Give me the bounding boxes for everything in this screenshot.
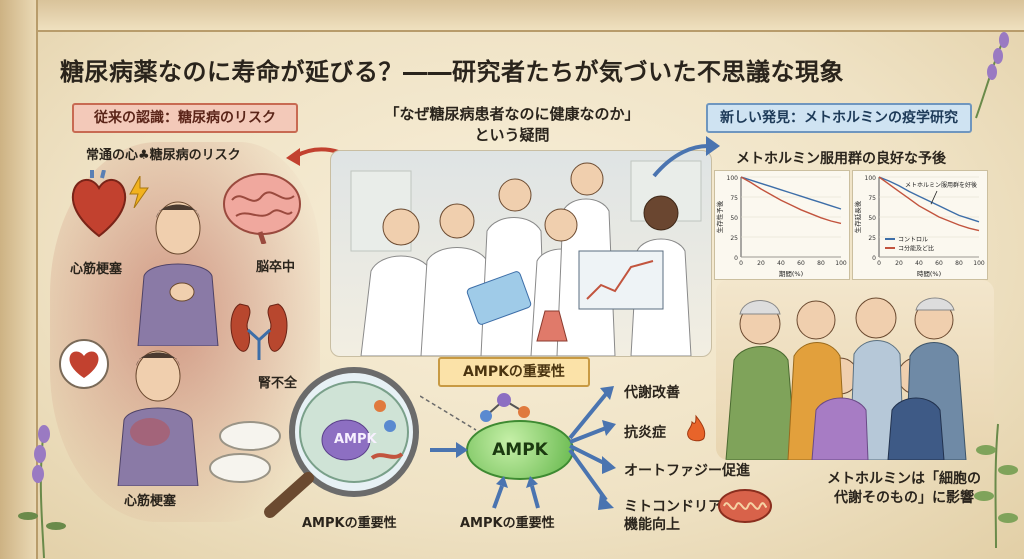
seniors-illustration — [725, 297, 967, 460]
x-tick-label: 0 — [877, 260, 881, 267]
x-tick-label: 100 — [973, 260, 985, 267]
series-line-1 — [878, 176, 980, 223]
y-tick-label: 50 — [868, 215, 876, 222]
chart-heading: メトホルミン服用群の良好な予後 — [736, 151, 946, 167]
series-line-1 — [740, 176, 842, 210]
patient-figure — [137, 201, 219, 346]
x-tick-label: 20 — [895, 260, 903, 267]
y-tick-label: 0 — [734, 255, 738, 262]
x-tick-label: 80 — [817, 260, 825, 267]
healthy-seniors-scene — [716, 280, 994, 460]
series-line-2 — [878, 176, 980, 232]
arrow-to-discovery — [652, 136, 720, 178]
cell-nucleus-label: AMPK — [334, 432, 377, 447]
x-tick-label: 0 — [739, 260, 743, 267]
ampk-caption-center: AMPKの重要性 — [460, 516, 555, 531]
connector-dashed — [420, 395, 477, 431]
researchers-illustration — [350, 160, 702, 356]
effect-mitochondria-2: 機能向上 — [624, 517, 680, 533]
y-tick-label: 100 — [865, 175, 877, 182]
heart-icon — [71, 170, 127, 238]
molecule-icon — [480, 393, 530, 422]
x-tick-label: 80 — [955, 260, 963, 267]
flame-icon — [687, 414, 706, 442]
scroll-left-edge — [0, 0, 38, 559]
conclusion-line-1: メトホルミンは「細胞の — [827, 471, 981, 487]
traditional-view-tag: 従来の認識：糖尿病のリスク — [72, 103, 298, 133]
survival-chart-1: 0 25 50 75 100 0 20 40 60 80 100 期間(%) 生存性予後 — [714, 170, 850, 280]
effect-anti-inflammation: 抗炎症 — [624, 425, 666, 441]
y-tick-label: 75 — [868, 195, 876, 202]
condition-label-4: 心筋梗塞 — [124, 494, 177, 509]
kidney-icon — [230, 303, 288, 360]
central-question: 「なぜ糖尿病患者なのに健康なのか」 という疑問 — [352, 104, 672, 146]
y-tick-label: 0 — [872, 255, 876, 262]
y-tick-label: 25 — [868, 235, 876, 242]
x-tick-label: 60 — [797, 260, 805, 267]
annotation-pointer — [930, 190, 938, 205]
y-tick-label: 25 — [730, 235, 738, 242]
leaf-sprig-icon — [974, 423, 1018, 549]
effect-arrows — [568, 386, 616, 510]
x-tick-label: 60 — [935, 260, 943, 267]
heart-bubble-icon — [59, 339, 109, 389]
condition-label-1: 心筋梗塞 — [70, 262, 123, 277]
effect-mitochondria-1: ミトコンドリア — [624, 499, 722, 515]
metformin-conclusion: メトホルミンは「細胞の 代謝そのもの」に影響 — [804, 470, 1004, 508]
effect-autophagy: オートファジー促進 — [624, 463, 750, 479]
new-discovery-tag: 新しい発見：メトホルミンの疫学研究 — [706, 103, 972, 133]
x-axis-label: 時間(%) — [917, 270, 941, 278]
legend-label: コントロル — [898, 237, 928, 244]
ampk-caption-left: AMPKの重要性 — [302, 516, 397, 531]
brain-icon — [223, 173, 301, 244]
y-tick-label: 50 — [730, 215, 738, 222]
arrows-up-to-ampk — [492, 476, 540, 509]
lavender-sprig-top-icon — [975, 32, 1009, 119]
x-tick-label: 20 — [757, 260, 765, 267]
lavender-sprig-bottom-icon — [18, 425, 66, 559]
mitochondria-icon — [718, 489, 772, 523]
survival-chart-2: 0 25 50 75 100 0 20 40 60 80 100 時間(%) 生存延長後 メトホルミン服用… — [852, 170, 988, 280]
scroll-top-edge — [0, 0, 1024, 32]
y-axis-label: 生存性予後 — [715, 200, 724, 233]
x-tick-label: 40 — [777, 260, 785, 267]
x-axis-label: 期間(%) — [779, 270, 803, 278]
x-tick-label: 40 — [915, 260, 923, 267]
question-line-1: 「なぜ糖尿病患者なのに健康なのか」 — [384, 105, 640, 123]
x-tick-label: 100 — [835, 260, 847, 267]
condition-label-3: 腎不全 — [258, 376, 298, 391]
y-tick-label: 75 — [730, 195, 738, 202]
series-line-2 — [740, 176, 842, 225]
question-line-2: という疑問 — [474, 126, 550, 144]
effect-metabolism: 代謝改善 — [624, 385, 680, 401]
y-tick-label: 100 — [727, 175, 739, 182]
cell-magnifier-icon — [264, 367, 419, 518]
y-axis-label: 生存延長後 — [853, 200, 862, 233]
condition-label-2: 脳卒中 — [256, 260, 296, 275]
ampk-hub: AMPK — [466, 420, 574, 480]
risk-subtitle: 常通の心♣糖尿病のリスク — [86, 148, 241, 163]
page-title: 糖尿病薬なのに寿命が延びる？――研究者たちが気づいた不思議な現象 — [60, 58, 844, 86]
legend-label: コ分能及ど比 — [898, 245, 934, 253]
conclusion-line-2: 代謝そのもの」に影響 — [834, 490, 974, 506]
pill-tablets-icon — [209, 421, 281, 483]
lab-scene — [330, 150, 712, 357]
arrow-cell-to-ampk — [430, 442, 468, 458]
patient-figure-2 — [117, 350, 199, 486]
chart-annotation: メトホルミン服用群を好後 — [905, 181, 977, 189]
ampk-importance-tag: AMPKの重要性 — [438, 357, 590, 387]
lightning-icon — [129, 176, 149, 208]
